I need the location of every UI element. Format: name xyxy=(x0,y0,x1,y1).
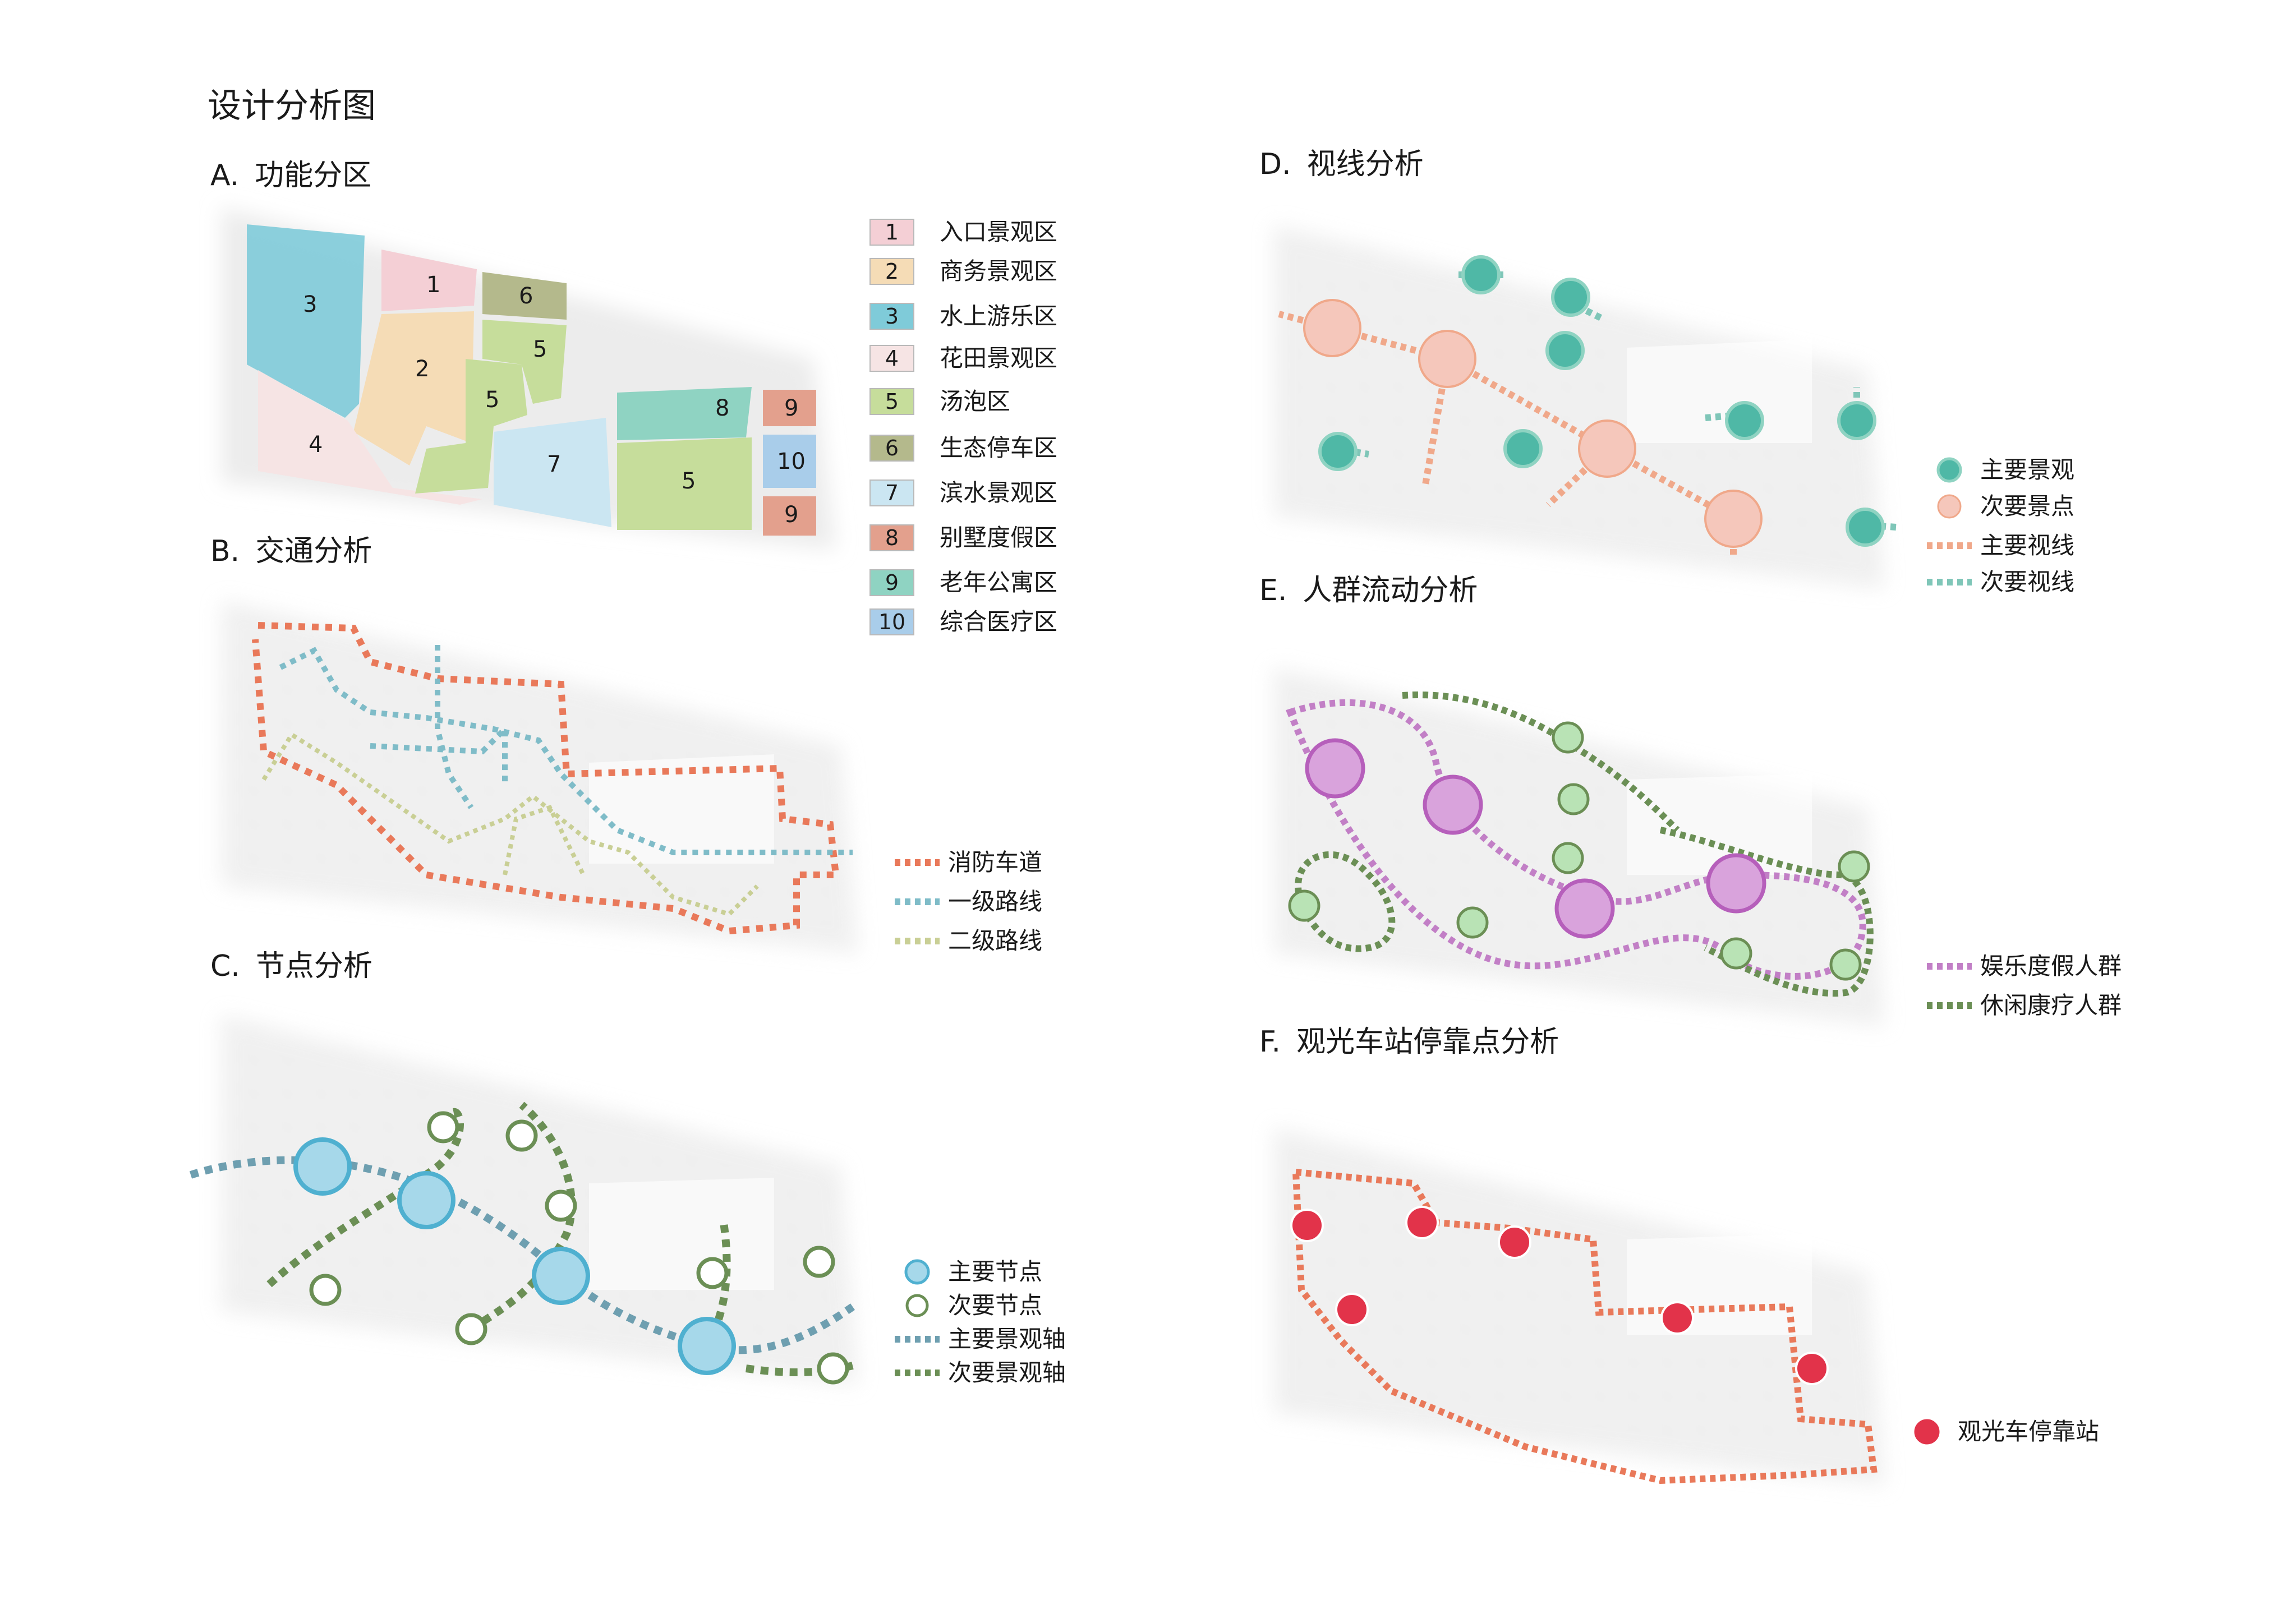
secondary-route xyxy=(261,731,759,917)
secondary-node xyxy=(803,1246,835,1278)
zone-8 xyxy=(617,387,752,440)
secondary-axis-swatch xyxy=(895,1370,940,1376)
secondary-axis xyxy=(266,1108,464,1288)
major-landscape-point xyxy=(1725,401,1764,440)
shuttle-stops xyxy=(1290,1206,1829,1385)
primary-node-swatch xyxy=(904,1259,930,1285)
zone-7 xyxy=(494,418,611,527)
leisure-crowd-hubs xyxy=(1305,738,1766,939)
primary-node xyxy=(678,1317,736,1375)
secondary-axis xyxy=(469,1101,576,1332)
section-e-heading: E.人群流动分析 xyxy=(1259,574,1478,607)
major-landscape-point xyxy=(1551,278,1590,317)
secondary-node xyxy=(427,1111,459,1144)
fire-lane-swatch xyxy=(895,859,940,866)
zone-label-5c: 5 xyxy=(682,468,696,494)
zone-3 xyxy=(247,224,365,418)
secondary-node xyxy=(817,1352,849,1385)
zone-10 xyxy=(763,435,816,488)
page-title: 设计分析图 xyxy=(208,86,376,126)
map-f-shuttle-stops xyxy=(1273,1127,1885,1486)
section-f-heading: F.观光车站停靠点分析 xyxy=(1259,1025,1559,1059)
zone-label-5a: 5 xyxy=(533,336,547,362)
zone-5a xyxy=(482,320,567,404)
site-silhouette xyxy=(222,600,858,953)
section-c-heading: C.节点分析 xyxy=(210,949,372,983)
secondary-nodes xyxy=(309,1111,849,1385)
leisure-crowd-swatch xyxy=(1927,963,1972,970)
secondary-node-swatch xyxy=(905,1294,929,1317)
shuttle-route xyxy=(1292,1169,1878,1484)
primary-route-branch xyxy=(435,645,474,809)
wellness-crowd-points xyxy=(1288,721,1870,981)
minor-scenic-swatch xyxy=(1937,494,1962,519)
primary-node xyxy=(397,1171,455,1229)
zone-1 xyxy=(381,250,477,311)
map-a-functional-zones xyxy=(222,208,836,550)
shuttle-stop-icon xyxy=(1912,1417,1941,1446)
primary-route-swatch xyxy=(895,898,940,905)
minor-scenic-point xyxy=(1704,490,1763,548)
major-landscape-point xyxy=(1503,429,1543,468)
zone-label-3: 3 xyxy=(303,292,318,317)
zone-4 xyxy=(258,370,482,505)
primary-axis xyxy=(189,1156,855,1354)
major-landscape-swatch xyxy=(1936,457,1962,483)
map-e-crowd-flow xyxy=(1273,667,1885,1026)
primary-route-branch xyxy=(370,722,508,785)
zone-label-6: 6 xyxy=(519,283,533,309)
secondary-node xyxy=(696,1257,729,1289)
primary-node xyxy=(532,1247,590,1305)
section-b-heading: B.交通分析 xyxy=(210,534,372,568)
primary-axis-swatch xyxy=(895,1336,940,1343)
zone-9b xyxy=(763,496,816,536)
zone-label-1: 1 xyxy=(426,272,441,298)
section-a-heading: A.功能分区 xyxy=(210,159,372,192)
major-sightline-swatch xyxy=(1927,542,1972,549)
zone-label-9b: 9 xyxy=(784,502,799,528)
major-landscapes xyxy=(1318,255,1885,547)
zone-label-4: 4 xyxy=(309,432,323,458)
primary-route xyxy=(279,647,853,855)
secondary-node xyxy=(455,1313,487,1345)
secondary-node xyxy=(309,1274,342,1306)
zone-2 xyxy=(353,311,474,465)
major-landscape-point xyxy=(1846,508,1885,547)
zone-label-5b: 5 xyxy=(485,387,500,413)
leisure-crowd-flow xyxy=(1286,699,1866,980)
zone-label-8: 8 xyxy=(715,395,730,421)
map-d-sightlines xyxy=(1273,224,1897,589)
minor-sightline-swatch xyxy=(1927,579,1972,585)
major-landscape-point xyxy=(1461,255,1501,294)
zone-label-2: 2 xyxy=(415,356,430,382)
minor-scenic-point xyxy=(1303,299,1361,357)
secondary-node xyxy=(545,1189,577,1222)
zone-5b xyxy=(415,359,527,494)
primary-node xyxy=(293,1137,352,1196)
zone-6 xyxy=(482,272,567,320)
wellness-crowd-swatch xyxy=(1927,1002,1972,1009)
site-silhouette xyxy=(222,1015,858,1385)
minor-scenic-point xyxy=(1418,330,1476,388)
zone-9a xyxy=(763,390,816,426)
major-landscape-point xyxy=(1837,401,1876,440)
major-landscape-point xyxy=(1318,432,1358,471)
zone-label-7: 7 xyxy=(547,451,562,477)
wellness-crowd-flow xyxy=(1659,827,1874,997)
map-c-nodes xyxy=(189,1015,858,1385)
zone-label-10: 10 xyxy=(777,449,806,474)
secondary-node xyxy=(505,1119,538,1152)
minor-scenic-point xyxy=(1578,419,1636,478)
wellness-crowd-flow xyxy=(1295,851,1396,952)
section-d-heading: D.视线分析 xyxy=(1259,147,1424,181)
secondary-route-swatch xyxy=(895,938,940,944)
map-b-traffic xyxy=(222,600,858,953)
major-landscape-point xyxy=(1545,331,1585,370)
minor-scenic-points xyxy=(1303,299,1763,548)
zone-label-9a: 9 xyxy=(784,395,799,421)
zone-5c xyxy=(617,437,752,530)
secondary-route-branch xyxy=(503,805,586,876)
